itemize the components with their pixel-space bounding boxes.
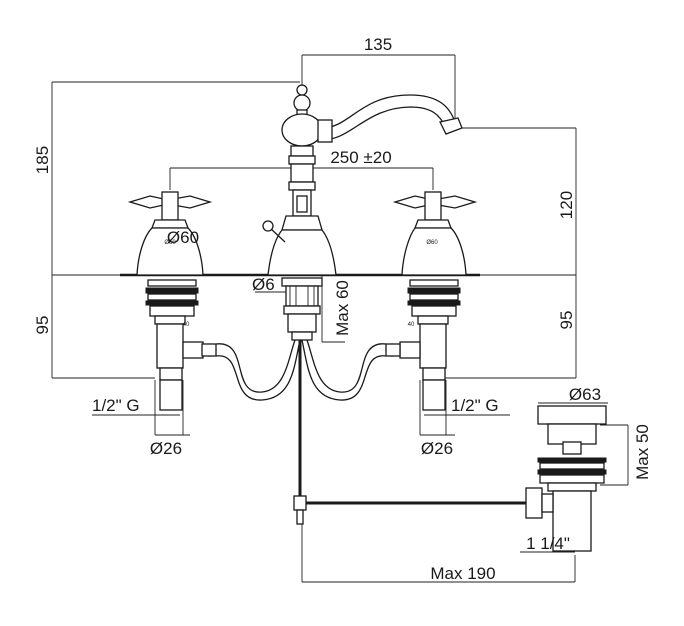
left-below-deck-label: 95 [33,316,52,335]
pop-up-waste [525,405,607,552]
pop-up-rod [293,340,530,525]
spout-height-label: 120 [557,191,576,219]
waste-thread-label: 1 1/4" [526,534,570,553]
spout-reach-label: 135 [364,35,392,54]
dimension-labels: 135 185 250 ±20 120 Ø60 Ø60 Ø60 Ø6 Max 6… [33,35,652,583]
spout-tailpiece [215,277,387,401]
left-thread-label: 1/2" G [92,396,140,415]
left-handle [127,191,213,276]
left-nut-stamp: 40 [183,322,190,328]
handle-stamp-left: Ø60 [164,240,176,246]
spout-base-diameter-label: Ø6 [252,275,275,294]
rod-reach-label: Max 190 [430,564,495,583]
right-shank-diameter-label: Ø26 [421,439,453,458]
handle-diameter-label: Ø60 [167,228,199,247]
spout-body [262,84,463,276]
dimension-lines [51,54,629,583]
right-valve-body [385,279,461,411]
left-shank-diameter-label: Ø26 [150,439,182,458]
max-thickness-label: Max 60 [333,280,352,336]
left-valve-body [145,279,217,411]
handle-spacing-label: 250 ±20 [330,148,391,167]
overall-height-label: 185 [33,146,52,174]
right-nut-stamp: 40 [408,322,415,328]
right-thread-label: 1/2" G [451,396,499,415]
waste-diameter-label: Ø63 [569,385,601,404]
handle-stamp-right: Ø60 [426,240,438,246]
right-below-deck-label: 95 [557,311,576,330]
right-handle [392,191,478,276]
waste-height-label: Max 50 [633,424,652,480]
